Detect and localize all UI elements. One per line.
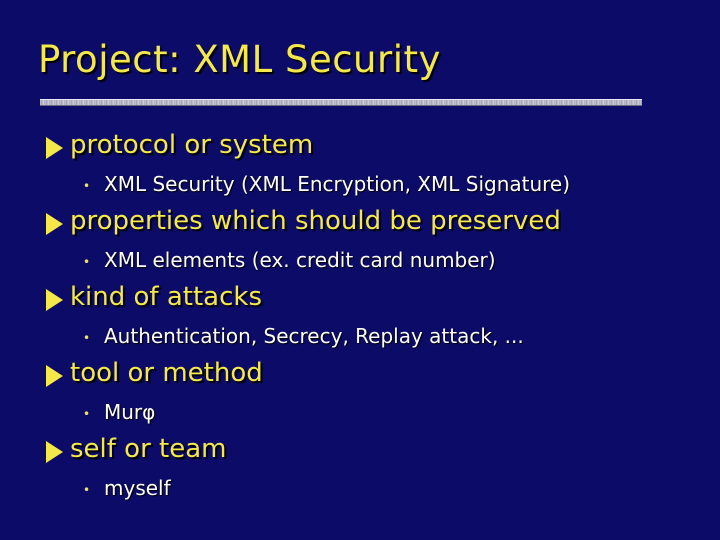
sub-bullet-label: XML Security (XML Encryption, XML Signat… (104, 172, 571, 196)
bullet-label: kind of attacks (70, 282, 263, 312)
sub-bullet-label: Authentication, Secrecy, Replay attack, … (104, 324, 524, 348)
dot-bullet-icon: • (83, 483, 91, 497)
bullet-label: properties which should be preserved (70, 206, 561, 236)
bullet-label: protocol or system (70, 130, 314, 160)
slide-title: Project: XML Security (38, 38, 441, 81)
sub-bullet-label: myself (104, 476, 171, 500)
sub-bullet-item: • myself (46, 472, 706, 508)
triangle-bullet-icon (46, 213, 63, 235)
triangle-bullet-icon (46, 137, 63, 159)
sub-bullet-item: • Murφ (46, 396, 706, 432)
bullet-item: properties which should be preserved (46, 204, 706, 244)
bullet-item: tool or method (46, 356, 706, 396)
bullet-label: self or team (70, 434, 227, 464)
triangle-bullet-icon (46, 441, 63, 463)
bullet-label: tool or method (70, 358, 263, 388)
sub-bullet-item: • Authentication, Secrecy, Replay attack… (46, 320, 706, 356)
dot-bullet-icon: • (83, 331, 91, 345)
sub-bullet-item: • XML elements (ex. credit card number) (46, 244, 706, 280)
title-divider (40, 99, 642, 106)
dot-bullet-icon: • (83, 255, 91, 269)
triangle-bullet-icon (46, 289, 63, 311)
triangle-bullet-icon (46, 365, 63, 387)
bullet-item: self or team (46, 432, 706, 472)
sub-bullet-label: Murφ (104, 400, 156, 424)
bullet-item: kind of attacks (46, 280, 706, 320)
sub-bullet-item: • XML Security (XML Encryption, XML Sign… (46, 168, 706, 204)
dot-bullet-icon: • (83, 407, 91, 421)
sub-bullet-label: XML elements (ex. credit card number) (104, 248, 496, 272)
dot-bullet-icon: • (83, 179, 91, 193)
bullet-item: protocol or system (46, 128, 706, 168)
bullet-list: protocol or system • XML Security (XML E… (46, 128, 706, 508)
